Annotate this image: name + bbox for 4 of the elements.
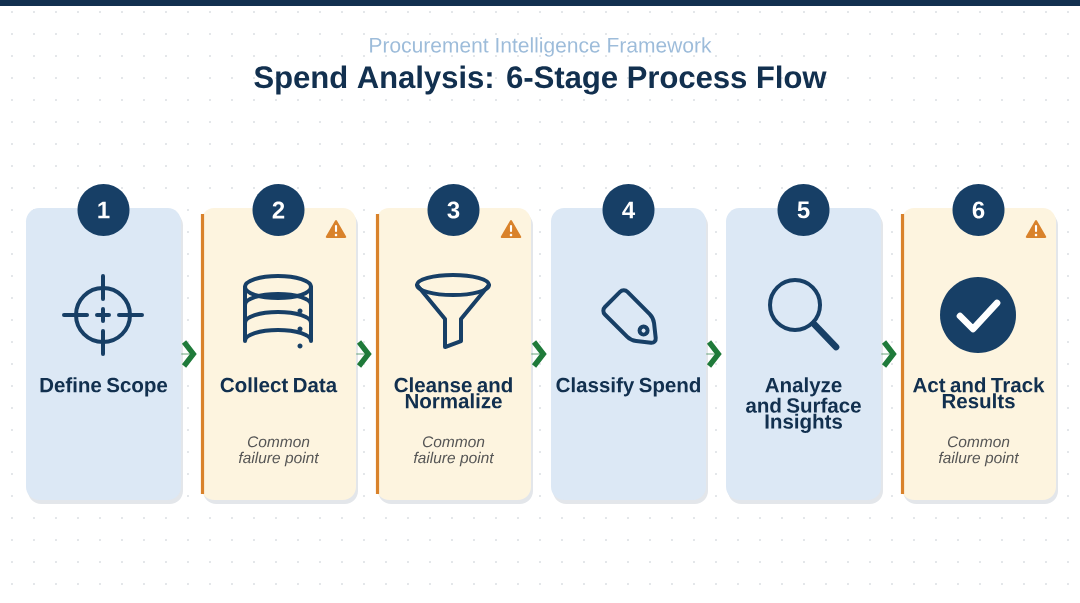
title: Spend Analysis: 6-Stage Process Flow [254, 65, 827, 95]
step-number: 1 [77, 184, 130, 236]
subtitle: Procurement Intelligence Framework [370, 37, 712, 57]
step-number: 4 [602, 184, 655, 236]
